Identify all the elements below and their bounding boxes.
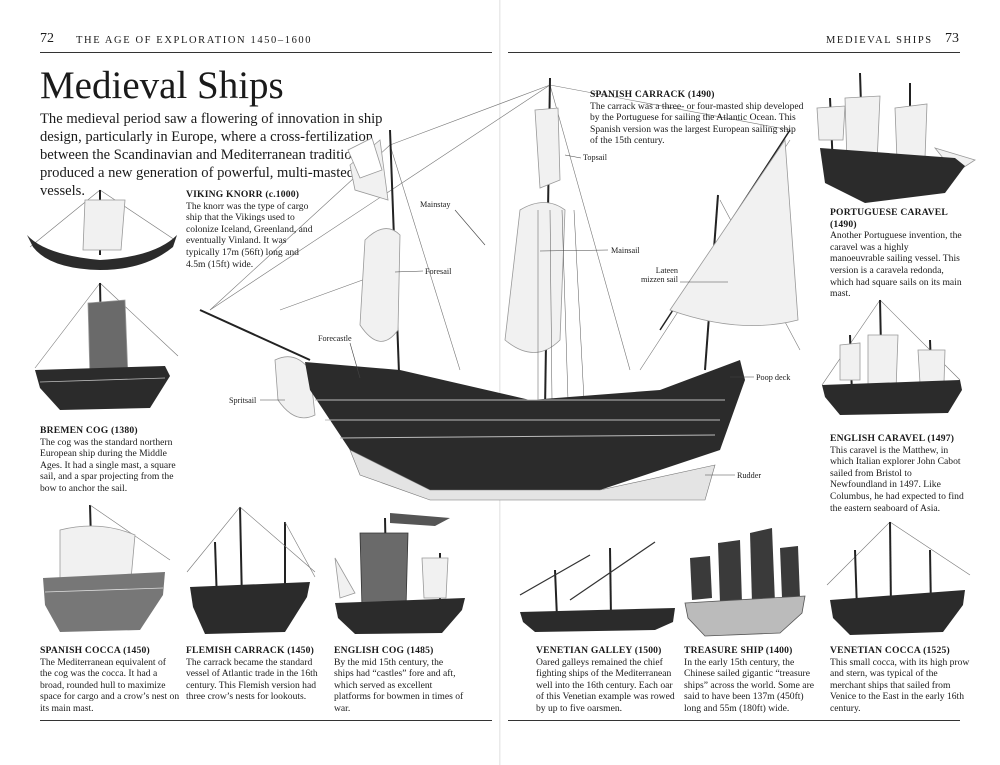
left-running-head: THE AGE OF EXPLORATION 1450–1600 <box>76 35 313 46</box>
viking-knorr-heading: VIKING KNORR (c.1000) <box>186 189 300 200</box>
english-caravel-heading: ENGLISH CARAVEL (1497) <box>830 433 955 444</box>
spanish-cocca-illustration <box>43 504 171 632</box>
treasure-ship-text: In the early 15th century, the Chinese s… <box>684 656 815 714</box>
label-poop-deck: Poop deck <box>756 373 791 382</box>
venetian-cocca-heading: VENETIAN COCCA (1525) <box>830 645 950 656</box>
right-header-rule <box>508 52 960 53</box>
label-rudder: Rudder <box>737 471 762 480</box>
main-ship-caption: SPANISH CARRACK (1490) The carrack was a… <box>590 89 805 147</box>
intro-paragraph: The medieval period saw a flowering of i… <box>40 111 383 199</box>
label-forecastle: Forecastle <box>318 334 352 343</box>
label-lateen-mizzen: Lateen mizzen sail <box>640 266 678 284</box>
right-footer-rule <box>508 720 960 721</box>
right-page-number: 73 <box>945 31 959 46</box>
venetian-galley-illustration <box>519 541 675 632</box>
flemish-carrack-text: The carrack became the standard vessel o… <box>186 656 318 703</box>
left-page-number: 72 <box>40 31 54 46</box>
portuguese-caravel-text: Another Portuguese invention, the carave… <box>830 230 962 300</box>
venetian-cocca-illustration <box>826 521 971 635</box>
spanish-cocca-text: The Mediterranean equivalent of the cog … <box>40 656 180 714</box>
right-running-head: MEDIEVAL SHIPS <box>826 35 933 46</box>
venetian-galley-caption: VENETIAN GALLEY (1500) Oared galleys rem… <box>536 645 676 715</box>
english-cog-text: By the mid 15th century, the ships had “… <box>334 656 464 714</box>
treasure-ship-caption: TREASURE SHIP (1400) In the early 15th c… <box>684 645 819 715</box>
left-footer-rule <box>40 720 492 721</box>
bremen-cog-text: The cog was the standard northern Europe… <box>40 436 176 494</box>
flemish-carrack-heading: FLEMISH CARRACK (1450) <box>186 645 315 656</box>
venetian-cocca-text: This small cocca, with its high prow and… <box>830 656 970 714</box>
label-mainstay: Mainstay <box>420 200 451 209</box>
venetian-galley-heading: VENETIAN GALLEY (1500) <box>536 645 662 656</box>
english-cog-caption: ENGLISH COG (1485) By the mid 15th centu… <box>334 645 464 715</box>
main-ship-text: The carrack was a three- or four-masted … <box>590 100 804 147</box>
page-title: Medieval Ships <box>40 64 284 107</box>
bremen-cog-heading: BREMEN COG (1380) <box>40 425 138 436</box>
label-topsail: Topsail <box>583 153 607 162</box>
english-cog-heading: ENGLISH COG (1485) <box>334 645 434 656</box>
flemish-carrack-illustration <box>186 506 316 634</box>
treasure-ship-illustration <box>684 528 806 637</box>
english-caravel-caption: ENGLISH CARAVEL (1497) This caravel is t… <box>830 433 970 514</box>
spanish-carrack-illustration <box>199 77 801 501</box>
portuguese-caravel-heading: PORTUGUESE CARAVEL (1490) <box>830 207 948 230</box>
portuguese-caravel-caption: PORTUGUESE CARAVEL (1490) Another Portug… <box>830 207 965 300</box>
bremen-cog-caption: BREMEN COG (1380) The cog was the standa… <box>40 425 180 495</box>
english-caravel-illustration <box>821 299 962 415</box>
label-spritsail: Spritsail <box>229 396 257 405</box>
spanish-cocca-caption: SPANISH COCCA (1450) The Mediterranean e… <box>40 645 180 715</box>
label-foresail: Foresail <box>425 267 452 276</box>
english-cog-illustration <box>334 513 465 634</box>
english-caravel-text: This caravel is the Matthew, in which It… <box>830 444 964 514</box>
bremen-cog-illustration <box>34 282 179 410</box>
venetian-cocca-caption: VENETIAN COCCA (1525) This small cocca, … <box>830 645 970 715</box>
page-gutter <box>499 0 501 765</box>
viking-knorr-illustration <box>27 189 177 270</box>
viking-knorr-caption: VIKING KNORR (c.1000) The knorr was the … <box>186 189 316 270</box>
treasure-ship-heading: TREASURE SHIP (1400) <box>684 645 793 656</box>
portuguese-caravel-illustration <box>816 72 976 203</box>
flemish-carrack-caption: FLEMISH CARRACK (1450) The carrack becam… <box>186 645 321 703</box>
spanish-cocca-heading: SPANISH COCCA (1450) <box>40 645 150 656</box>
venetian-galley-text: Oared galleys remained the chief fightin… <box>536 656 675 714</box>
left-header-rule <box>40 52 492 53</box>
label-mainsail: Mainsail <box>611 246 640 255</box>
main-ship-heading: SPANISH CARRACK (1490) <box>590 89 715 100</box>
viking-knorr-text: The knorr was the type of cargo ship tha… <box>186 200 313 270</box>
